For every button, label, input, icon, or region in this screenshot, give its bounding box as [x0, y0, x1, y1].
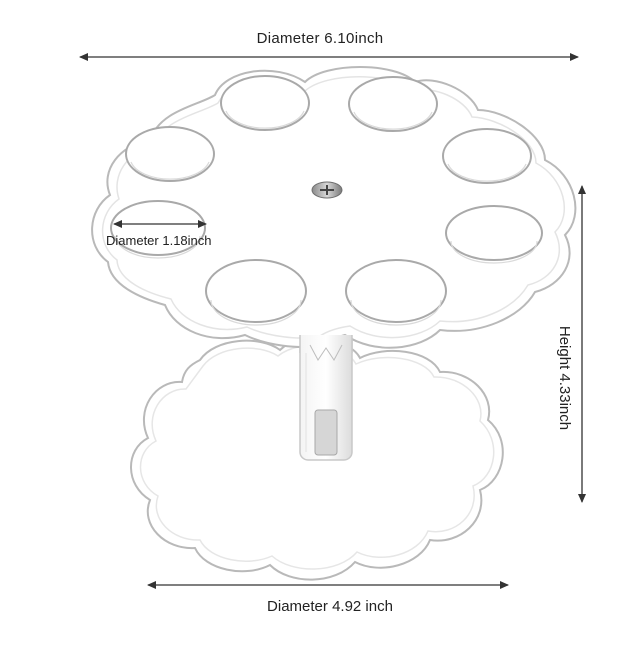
cone-hole — [445, 205, 543, 261]
top-plate — [91, 66, 577, 349]
cone-hole — [348, 76, 438, 132]
cone-hole — [345, 259, 447, 323]
cone-hole — [220, 75, 310, 131]
screw-head — [311, 181, 343, 199]
cone-hole — [205, 259, 307, 323]
cone-hole — [442, 128, 532, 184]
base-diameter-label: Diameter 4.92 inch — [267, 598, 393, 615]
cone-holes — [110, 75, 543, 323]
hole-diameter-label: Diameter 1.18inch — [106, 233, 212, 248]
rod-front — [299, 335, 353, 361]
dimension-arrows — [79, 53, 586, 589]
cone-hole — [125, 126, 215, 182]
top-diameter-label: Diameter 6.10inch — [256, 30, 384, 47]
height-label: Height 4.33inch — [556, 325, 573, 431]
cone-hole — [110, 200, 206, 256]
